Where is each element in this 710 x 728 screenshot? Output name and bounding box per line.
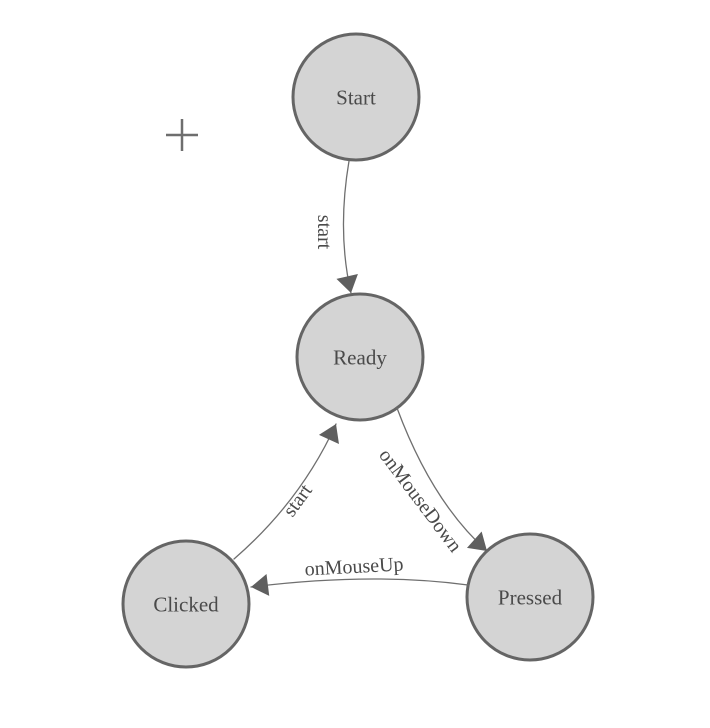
state-circle-start[interactable] [291, 32, 421, 162]
state-circle-ready[interactable] [295, 292, 425, 422]
transition-label-start-to-ready: start [313, 215, 335, 250]
transition-line-clicked-to-ready[interactable] [233, 423, 337, 560]
state-circle-clicked[interactable] [121, 539, 251, 669]
state-label-ready: Ready [333, 345, 387, 369]
arrowhead-icon [466, 531, 487, 551]
transition-pressed-to-clicked[interactable]: onMouseUp [250, 553, 469, 597]
arrowhead-icon [251, 573, 270, 596]
transition-line-start-to-ready[interactable] [342, 160, 352, 294]
crosshair-cursor-icon [166, 119, 198, 151]
transition-start-to-ready[interactable]: start [313, 160, 362, 295]
state-label-start: Start [336, 85, 376, 109]
transition-label-pressed-to-clicked: onMouseUp [304, 553, 404, 580]
state-node-clicked[interactable]: Clicked [121, 539, 251, 669]
state-label-clicked: Clicked [153, 592, 219, 616]
arrowhead-icon [318, 424, 339, 445]
arrowhead-icon [336, 273, 358, 293]
transition-line-pressed-to-clicked[interactable] [250, 578, 469, 588]
transition-label-clicked-to-ready: start [279, 480, 317, 521]
state-node-ready[interactable]: Ready [295, 292, 425, 422]
state-label-pressed: Pressed [498, 585, 563, 609]
transition-line-ready-to-pressed[interactable] [396, 407, 488, 552]
transition-ready-to-pressed[interactable]: onMouseDown [374, 407, 494, 559]
state-node-pressed[interactable]: Pressed [465, 532, 595, 662]
transition-clicked-to-ready[interactable]: start [233, 419, 346, 560]
state-node-start[interactable]: Start [291, 32, 421, 162]
state-circle-pressed[interactable] [465, 532, 595, 662]
